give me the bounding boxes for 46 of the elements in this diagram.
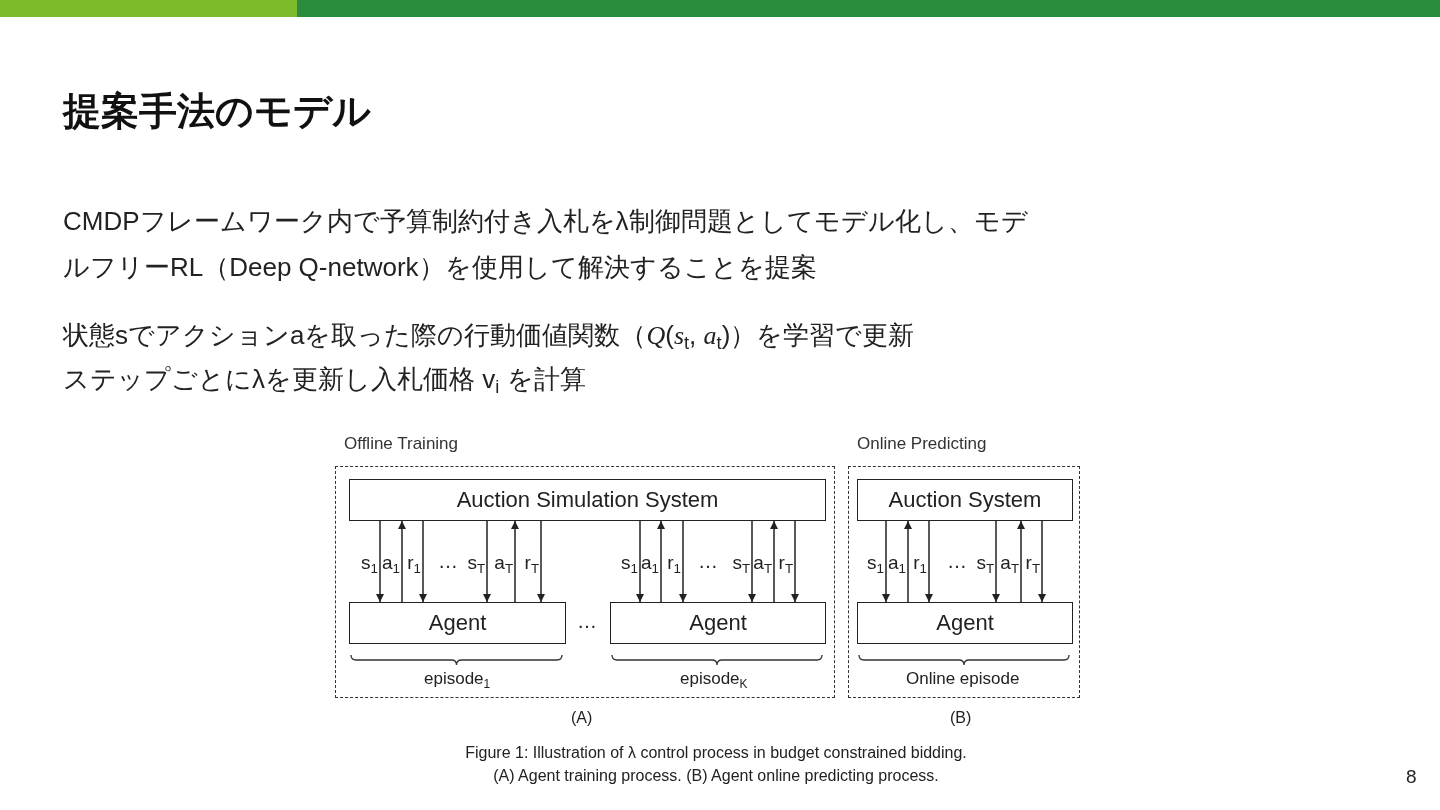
arrow [657, 520, 665, 603]
arrow [483, 520, 491, 603]
ellipsis: … [947, 550, 967, 573]
ellipsis: … [577, 610, 597, 633]
box-label: Auction Simulation System [456, 487, 719, 513]
page-number: 8 [1406, 766, 1417, 788]
arrow [791, 520, 799, 603]
arrow [770, 520, 778, 603]
arrow [882, 520, 890, 603]
arrow [992, 520, 1000, 603]
ellipsis: … [698, 550, 718, 573]
process-box [349, 479, 826, 521]
slide-title: 提案手法のモデル [63, 89, 371, 134]
body-text: CMDPフレームワーク内で予算制約付き入札をλ制御問題としてモデル化し、モデルフリーRL（Deep Q-network）を使用して解決することを提案 [63, 205, 1029, 284]
arrow [748, 520, 756, 603]
panel-label: (A) [571, 709, 593, 727]
process-box [857, 602, 1073, 644]
caption-text: Figure 1: Illustration of λ control process in budget constrained bidding. [465, 744, 967, 762]
arrow [511, 520, 519, 603]
box-label: Auction System [888, 487, 1042, 513]
process-box [349, 602, 566, 644]
box-label: Agent [428, 610, 487, 636]
body-text: ステップごとにλを更新し入札価格 v$_{i}$ を計算 [63, 363, 586, 399]
arrow [925, 520, 933, 603]
panel-label: (B) [950, 709, 972, 727]
arrow [1038, 520, 1046, 603]
ellipsis: … [438, 550, 458, 573]
episode-label: Online episode [906, 669, 1020, 689]
box-label: Agent [689, 610, 747, 636]
arrow [398, 520, 406, 603]
arrow [1017, 520, 1025, 603]
caption-text: (A) Agent training process. (B) Agent online predicting process. [493, 767, 939, 785]
arrow [636, 520, 644, 603]
arrow [376, 520, 384, 603]
box-label: Agent [936, 610, 994, 636]
process-box [857, 479, 1073, 521]
arrow [679, 520, 687, 603]
body-text: 状態sでアクションaを取った際の行動価値関数（Q(s$_{t}$, a$_{t}$)）を学習で更新 [63, 319, 915, 355]
arrow [419, 520, 427, 603]
arrow [537, 520, 545, 603]
panel-heading: Offline Training [344, 434, 459, 454]
arrow [904, 520, 912, 603]
episode-label: episode$_{1}$ [424, 669, 491, 691]
panel-heading: Online Predicting [857, 434, 987, 454]
process-box [610, 602, 826, 644]
episode-label: episode$_{K}$ [680, 669, 748, 691]
